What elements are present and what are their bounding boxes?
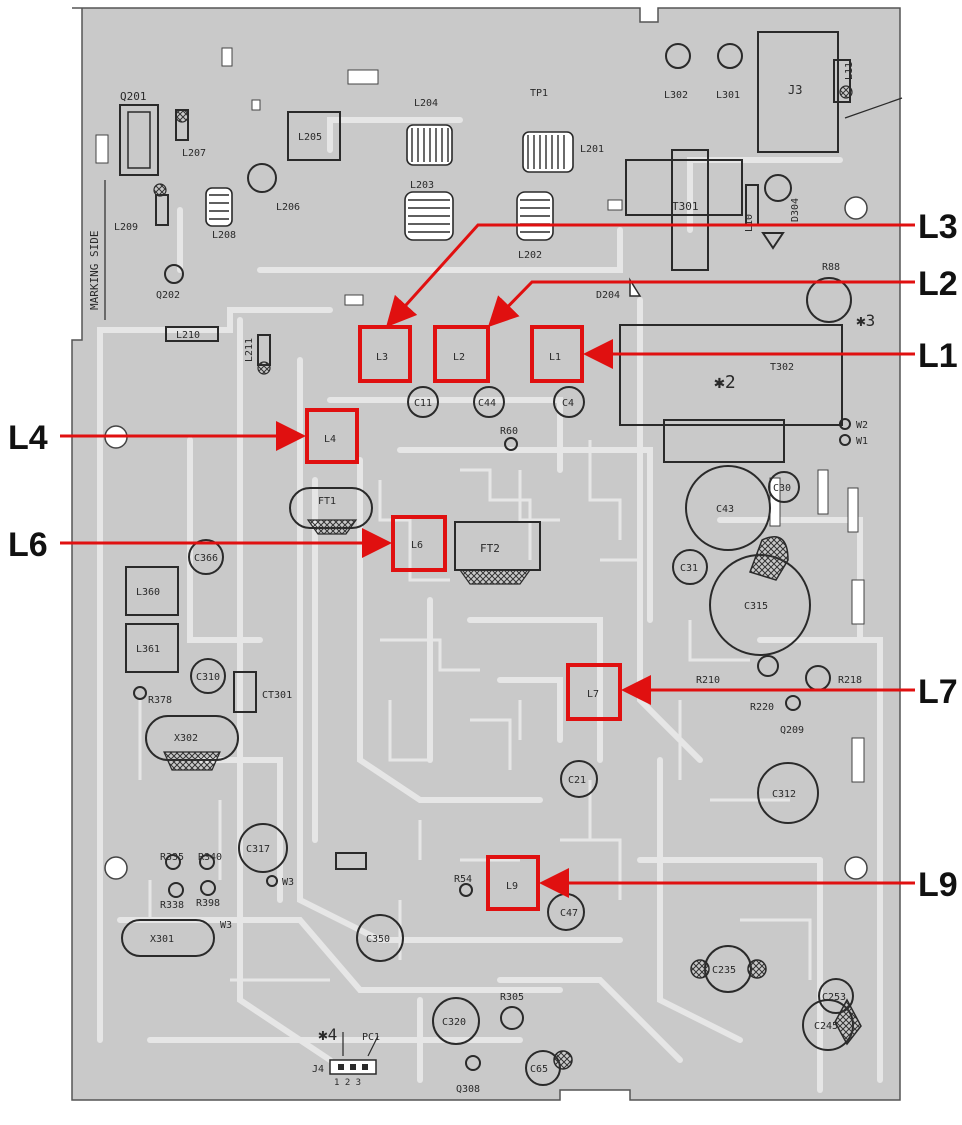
d304-label: D304 [790,198,801,222]
l204-label: L204 [414,98,438,109]
c317-label: C317 [246,844,270,855]
j3-label: J3 [788,83,802,97]
tp1-label: TP1 [530,88,548,99]
c65-label: C65 [530,1064,548,1075]
marking-side-label: MARKING SIDE [88,231,101,310]
s3-label: ✱3 [856,311,875,330]
l201-label: L201 [580,144,604,155]
c43-label: C43 [716,504,734,515]
coil-l4: L4 [305,408,359,464]
q201-component: Q201 [119,90,159,176]
r88-label: R88 [822,262,840,273]
l210-label: L210 [176,330,200,341]
q308-label: Q308 [456,1084,480,1095]
c350-label: C350 [366,934,390,945]
l10-label: L10 [744,214,755,232]
c31-label: C31 [680,563,698,574]
coil-l9-label: L9 [506,881,518,892]
l206-label: L206 [276,202,300,213]
x302-label: X302 [174,733,198,744]
callout-l2: L2 [918,265,958,303]
c44-label: C44 [478,398,496,409]
l211-label: L211 [244,338,255,362]
l301-label: L301 [716,90,740,101]
callout-arrows [60,223,915,898]
c21-label: C21 [568,775,586,786]
coil-l1-label: L1 [549,352,561,363]
w1-label: W1 [856,436,868,447]
r335-label: R335 [160,852,184,863]
r220-label: R220 [750,702,774,713]
callout-l1: L1 [918,337,958,375]
callout-l7: L7 [918,673,958,711]
callout-l6: L6 [8,526,48,564]
l202-label: L202 [518,250,542,261]
c253-label: C253 [822,992,846,1003]
l205-label: L205 [298,132,322,143]
l203-label: L203 [410,180,434,191]
callout-l9: L9 [918,866,958,904]
r378-label: R378 [148,695,172,706]
q201-label: Q201 [120,90,147,103]
coil-l7-label: L7 [587,689,599,700]
c47-label: C47 [560,908,578,919]
r54-label: R54 [454,874,472,885]
d204-label: D204 [596,290,620,301]
q202-label: Q202 [156,290,180,301]
x301-label: X301 [150,934,174,945]
c235-label: C235 [712,965,736,976]
c30-label: C30 [773,483,791,494]
w3-label-b: W3 [220,920,232,931]
r218-label: R218 [838,675,862,686]
c4-label: C4 [562,398,574,409]
j4-label: J4 [312,1064,324,1075]
c11-label: C11 [414,398,432,409]
r398-label: R398 [196,898,220,909]
c310-label: C310 [196,672,220,683]
coil-windings [205,124,574,241]
coil-l4-label: L4 [324,434,336,445]
ft1-label: FT1 [318,496,336,507]
l361-label: L361 [136,644,160,655]
l11-label: L11 [844,62,855,80]
r340-label: R340 [198,852,222,863]
l360-label: L360 [136,587,160,598]
l302-label: L302 [664,90,688,101]
coil-l3: L3 [358,325,412,383]
r210-label: R210 [696,675,720,686]
c320-label: C320 [442,1017,466,1028]
c245-label: C245 [814,1021,838,1032]
coil-l6: L6 [391,515,447,572]
j4-pins-label: 1 2 3 [334,1078,361,1088]
r338-label: R338 [160,900,184,911]
coil-l2: L2 [433,325,490,383]
r60-label: R60 [500,426,518,437]
coil-l3-label: L3 [376,352,388,363]
c315-label: C315 [744,601,768,612]
c312-label: C312 [772,789,796,800]
coil-l9: L9 [486,855,540,911]
callout-l4: L4 [8,419,48,457]
s4-label: ✱4 [318,1025,337,1044]
pc1-label: PC1 [362,1032,380,1043]
t302-label: T302 [770,362,794,373]
ct301-label: CT301 [262,690,292,701]
r305-label: R305 [500,992,524,1003]
w2-label: W2 [856,420,868,431]
w3-label-a: W3 [282,877,294,888]
q209-label: Q209 [780,725,804,736]
coil-l1: L1 [530,325,584,383]
l209-label: L209 [114,222,138,233]
c366-label: C366 [194,553,218,564]
coil-l7: L7 [566,663,622,721]
l208-label: L208 [212,230,236,241]
coil-l6-label: L6 [411,540,423,551]
ft2-label: FT2 [480,542,500,555]
l207-label: L207 [182,148,206,159]
s2-label: ✱2 [714,372,736,393]
t301-label: T301 [672,200,699,213]
coil-l2-label: L2 [453,352,465,363]
callout-l3: L3 [918,208,958,246]
